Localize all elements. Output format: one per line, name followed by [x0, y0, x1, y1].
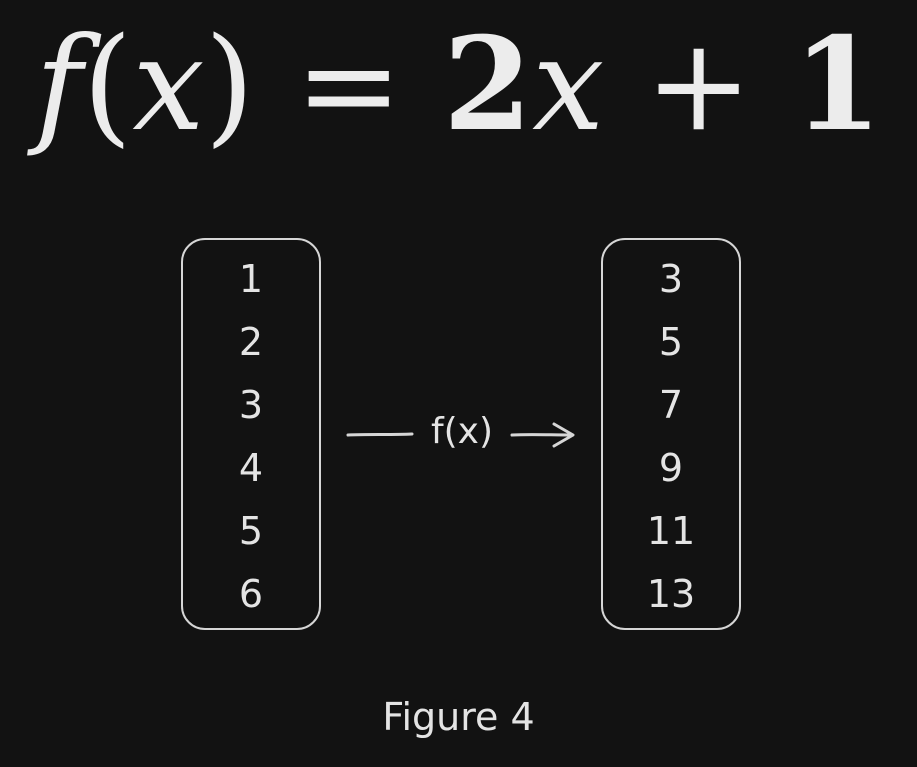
figure-caption: Figure 4 [382, 695, 535, 739]
mapping-label: f(x) [430, 411, 494, 452]
formula-coefficient: 2 [443, 10, 533, 160]
range-value: 11 [646, 509, 696, 553]
range-value: 13 [646, 572, 696, 616]
range-value: 3 [658, 257, 684, 301]
domain-value: 1 [238, 257, 264, 301]
domain-value: 4 [238, 446, 264, 490]
range-value: 7 [658, 383, 684, 427]
formula-equals: = [254, 11, 444, 160]
formula-function-name: f [35, 11, 83, 160]
range-box: 3 5 7 9 11 13 [601, 238, 741, 630]
domain-value: 3 [238, 383, 264, 427]
formula-plus: + [604, 11, 793, 160]
domain-value: 5 [238, 509, 264, 553]
formula-rhs-variable: x [532, 11, 605, 160]
formula: f(x) = 2x + 1 [0, 0, 917, 190]
domain-value: 2 [238, 320, 264, 364]
formula-close-paren: ) [204, 11, 255, 160]
formula-variable: x [132, 11, 205, 160]
range-values: 3 5 7 9 11 13 [603, 248, 739, 626]
mapping-arrow: f(x) [346, 404, 578, 464]
formula-constant: 1 [792, 10, 882, 160]
arrow-icon [346, 422, 575, 448]
range-value: 9 [658, 446, 684, 490]
domain-value: 6 [238, 572, 264, 616]
domain-box: 1 2 3 4 5 6 [181, 238, 321, 630]
domain-values: 1 2 3 4 5 6 [183, 248, 319, 626]
range-value: 5 [658, 320, 684, 364]
formula-open-paren: ( [82, 11, 133, 160]
